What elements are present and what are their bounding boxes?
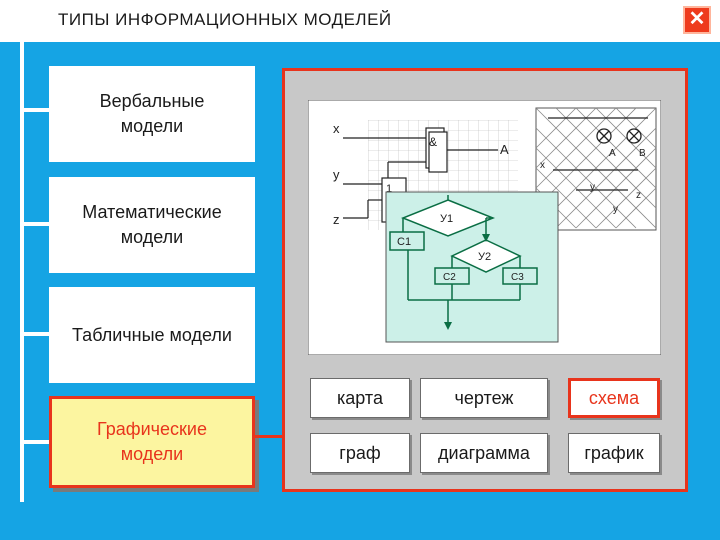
logic-y-label: y (333, 167, 340, 182)
relay-y-label: y (590, 182, 595, 193)
flowchart-c2-label: С2 (443, 272, 456, 283)
logic-output-a-label: A (500, 142, 509, 157)
type-diagram-button[interactable]: диаграмма (420, 433, 548, 473)
title-bar: ТИПЫ ИНФОРМАЦИОННЫХ МОДЕЛЕЙ ✕ (0, 0, 720, 42)
model-table-label: Табличные модели (72, 324, 232, 345)
relay-x-label: x (540, 160, 545, 171)
relay-ybar-label: y (613, 204, 618, 215)
close-button[interactable]: ✕ (683, 6, 711, 34)
logic-x-label: x (333, 121, 340, 136)
model-graphic-button[interactable]: Графические модели (49, 396, 255, 488)
relay-a-label: A (609, 148, 616, 159)
flowchart-c3-label: С3 (511, 272, 524, 283)
flowchart-c1-label: С1 (397, 236, 411, 248)
page-title: ТИПЫ ИНФОРМАЦИОННЫХ МОДЕЛЕЙ (58, 10, 392, 29)
type-plot-button[interactable]: график (568, 433, 660, 473)
type-drawing-button[interactable]: чертеж (420, 378, 548, 418)
type-scheme-button[interactable]: схема (568, 378, 660, 418)
relay-b-label: B (639, 148, 646, 159)
flowchart-y2-label: У2 (478, 251, 491, 263)
model-table-button[interactable]: Табличные модели (49, 287, 255, 383)
tree-branch-table (22, 332, 52, 336)
or-gate-label: 1 (386, 183, 392, 195)
model-math-label: Математические модели (82, 202, 222, 247)
flowchart: У1 У2 С1 С2 С3 (385, 191, 559, 343)
tree-connector-line (20, 42, 24, 502)
flowchart-y1-label: У1 (440, 213, 453, 225)
type-graph-button[interactable]: граф (310, 433, 410, 473)
selection-connector (255, 435, 285, 438)
model-verbal-button[interactable]: Вербальные модели (49, 66, 255, 162)
logic-z-label: z (333, 212, 340, 227)
model-graphic-label: Графические модели (97, 419, 207, 464)
model-math-button[interactable]: Математические модели (49, 177, 255, 273)
diagram-illustration: x y z & 1 A (308, 100, 661, 355)
close-icon: ✕ (688, 8, 706, 30)
tree-branch-verbal (22, 108, 52, 112)
tree-branch-math (22, 222, 52, 226)
and-gate-label: & (429, 135, 437, 149)
tree-branch-graphic (22, 440, 52, 444)
model-verbal-label: Вербальные модели (99, 91, 205, 136)
type-map-button[interactable]: карта (310, 378, 410, 418)
relay-z-label: z (636, 190, 641, 201)
